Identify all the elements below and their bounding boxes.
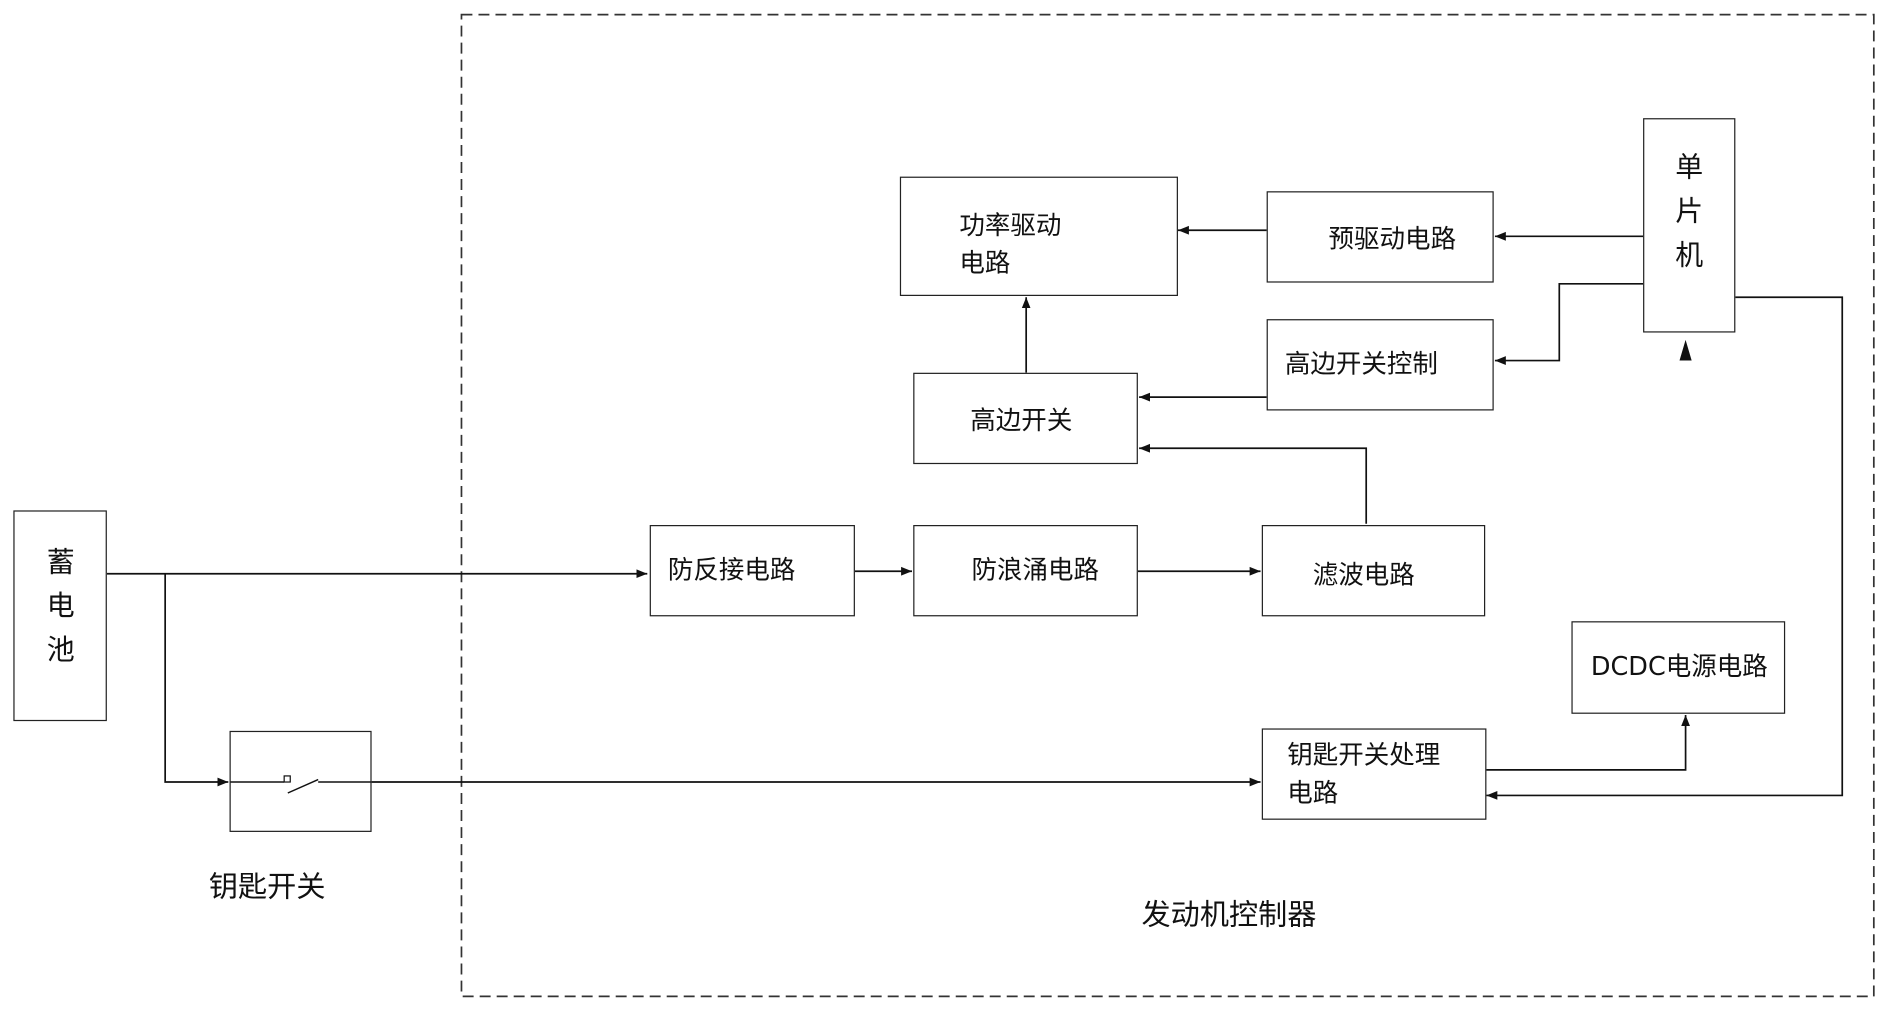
dcdc-power-circuit: DCDC电源电路 — [1571, 621, 1786, 714]
anti-surge-label: 防浪涌电路 — [971, 555, 1100, 585]
mcu-block: 单片机 — [1643, 118, 1736, 333]
anti-reverse-label: 防反接电路 — [667, 555, 796, 585]
key-switch-box — [229, 730, 372, 832]
power-drive-circuit: 功率驱动 电路 — [899, 176, 1178, 296]
wire-battery-to-key-switch — [164, 573, 229, 787]
high-side-control-label: 高边开关控制 — [1284, 349, 1438, 379]
power-drive-label-line2: 电路 — [959, 248, 1011, 278]
battery-label: 蓄电池 — [46, 546, 75, 667]
switch-contact — [283, 775, 291, 783]
key-proc-label-line1: 钥匙开关处理 — [1287, 740, 1441, 770]
engine-controller-boundary — [460, 13, 1875, 998]
battery-box: 蓄电池 — [13, 510, 107, 722]
wire-filter-to-high-side — [1139, 443, 1368, 524]
anti-surge-circuit: 防浪涌电路 — [913, 525, 1138, 617]
key-switch-label: 钥匙开关 — [208, 869, 326, 904]
switch-blade — [287, 778, 319, 794]
mcu-input-arrow — [1679, 339, 1692, 361]
wire-key-proc-to-dcdc — [1486, 715, 1690, 771]
wire-mcu-to-key-proc — [1486, 296, 1844, 800]
filter-label: 滤波电路 — [1312, 560, 1415, 590]
power-drive-label-line1: 功率驱动 — [959, 210, 1062, 240]
dcdc-label: DCDC电源电路 — [1590, 651, 1768, 681]
high-side-switch-label: 高边开关 — [970, 405, 1073, 435]
key-switch-processing-circuit: 钥匙开关处理 电路 — [1261, 728, 1487, 820]
key-proc-label-line2: 电路 — [1287, 778, 1339, 808]
filter-circuit: 滤波电路 — [1261, 525, 1486, 617]
high-side-switch: 高边开关 — [913, 372, 1138, 465]
engine-controller-label: 发动机控制器 — [1141, 897, 1317, 932]
wire-mcu-to-hs-control — [1494, 282, 1644, 365]
high-side-control: 高边开关控制 — [1266, 319, 1494, 411]
mcu-label: 单片机 — [1675, 152, 1704, 272]
pre-drive-label: 预驱动电路 — [1328, 224, 1457, 254]
anti-reverse-circuit: 防反接电路 — [649, 525, 855, 617]
pre-drive-circuit: 预驱动电路 — [1266, 191, 1494, 283]
